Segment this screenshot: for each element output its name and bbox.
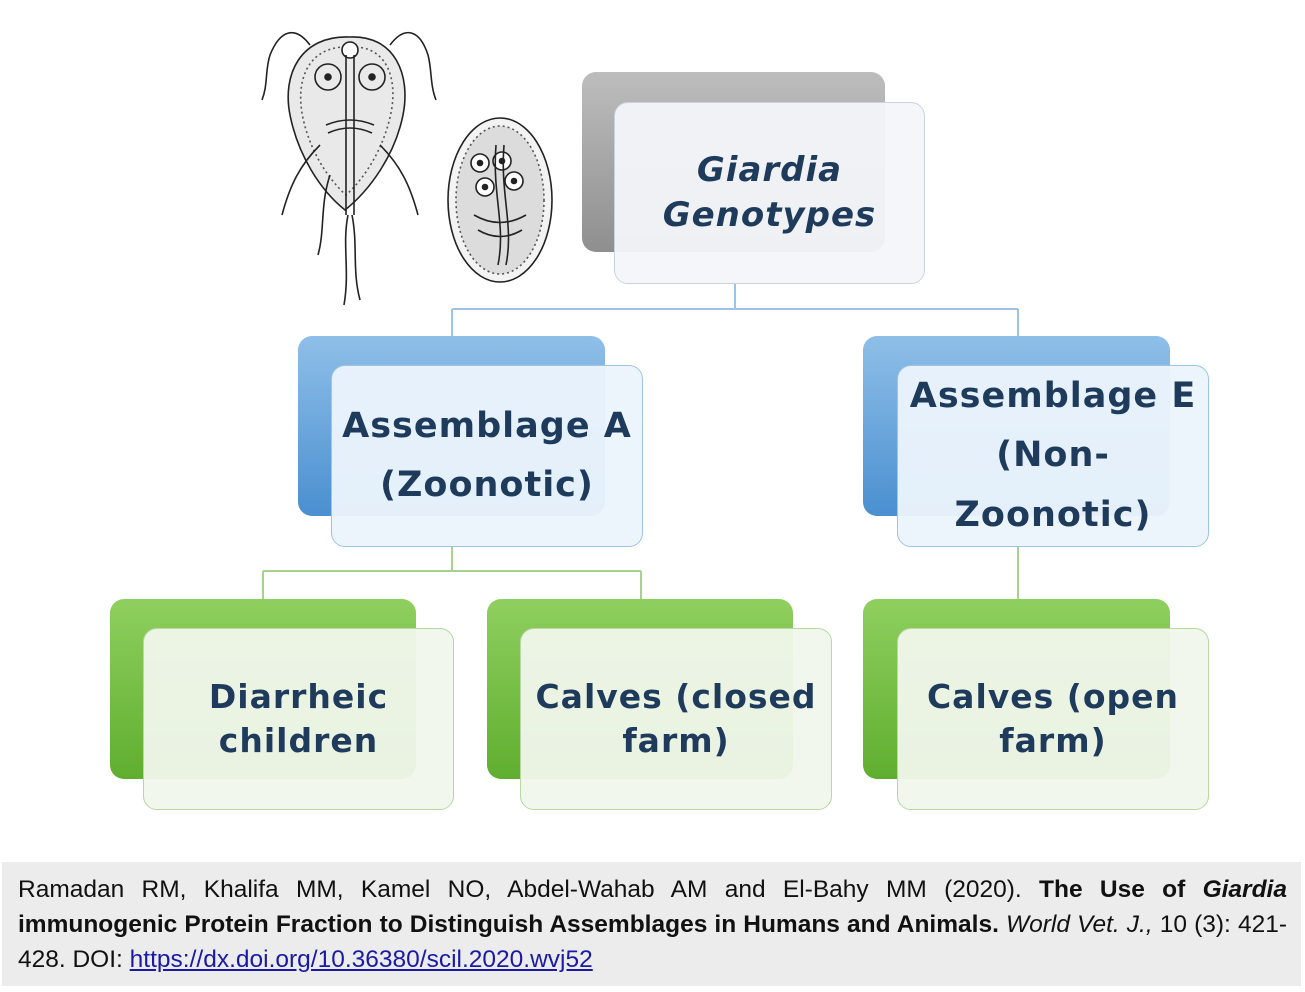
citation-volume: 10 (3): 421-428. DOI: xyxy=(18,911,1287,973)
assemblage-e-box: Assemblage E (Non-Zoonotic) xyxy=(897,365,1209,547)
citation-title-italic: Giardia xyxy=(1202,876,1287,903)
leaf-closed-label: Calves (closed farm) xyxy=(535,677,817,760)
root-label: Giardia Genotypes xyxy=(662,150,877,235)
giardia-genotype-diagram: Giardia Genotypes Assemblage A (Zoonotic… xyxy=(110,31,1209,810)
leaf-open-label: Calves (open farm) xyxy=(926,677,1180,760)
citation-journal: World Vet. J., xyxy=(1005,911,1153,938)
giardia-illustrations xyxy=(261,31,553,306)
assemblage-a-box: Assemblage A (Zoonotic) xyxy=(331,365,643,547)
giardia-cyst-icon xyxy=(447,117,553,283)
root-node-box: Giardia Genotypes xyxy=(614,102,925,284)
citation-title: The Use of Giardia immunogenic Protein F… xyxy=(18,876,1287,938)
citation-title-post: immunogenic Protein Fraction to Distingu… xyxy=(18,911,999,938)
assemblage-a-label: Assemblage A (Zoonotic) xyxy=(342,405,632,506)
giardia-trophozoite-icon xyxy=(261,31,437,306)
leaf-open-box: Calves (open farm) xyxy=(897,628,1209,810)
connector-lines xyxy=(262,282,1019,599)
citation-doi-link[interactable]: https://dx.doi.org/10.36380/scil.2020.wv… xyxy=(129,946,593,973)
leaf-children-label: Diarrheic children xyxy=(208,677,389,760)
leaf-closed-box: Calves (closed farm) xyxy=(520,628,832,810)
citation-box: Ramadan RM, Khalifa MM, Kamel NO, Abdel-… xyxy=(2,862,1301,986)
citation-title-pre: The Use of xyxy=(1039,876,1203,903)
citation-authors: Ramadan RM, Khalifa MM, Kamel NO, Abdel-… xyxy=(18,876,1040,903)
assemblage-e-label: Assemblage E (Non-Zoonotic) xyxy=(909,375,1197,535)
leaf-children-box: Diarrheic children xyxy=(143,628,454,810)
